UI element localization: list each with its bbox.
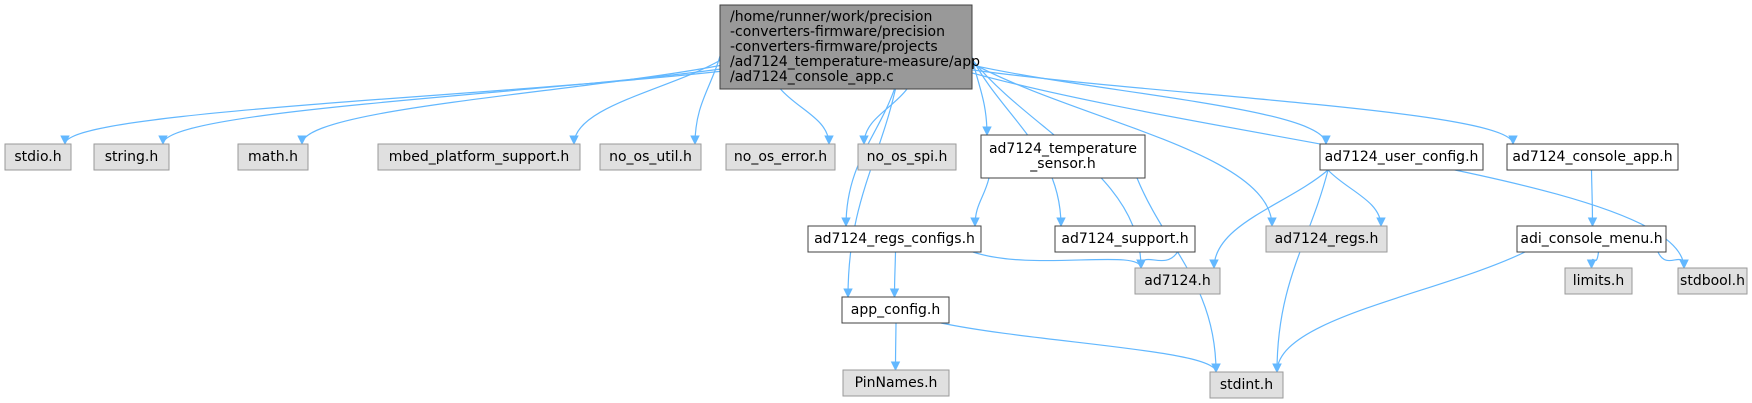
edge-support-to-ad7124 [1136, 251, 1179, 269]
node-regs-label-line: ad7124_regs.h [1275, 231, 1379, 247]
edge-root-to-noosspi [859, 88, 908, 145]
node-root-label-line: /ad7124_console_app.c [730, 69, 894, 85]
node-appconfig[interactable]: app_config.h [841, 296, 950, 324]
node-stdint[interactable]: stdint.h [1209, 371, 1284, 399]
edge-appconfig-to-pinnames [890, 322, 901, 371]
node-noosspi-label-line: no_os_spi.h [867, 149, 948, 165]
node-userconfig-box [1319, 143, 1484, 171]
node-limits-label-line: limits.h [1573, 273, 1624, 289]
node-limits-box [1564, 267, 1633, 295]
edge-root-to-string [158, 68, 721, 145]
node-ad7124[interactable]: ad7124.h [1134, 267, 1221, 295]
node-root-label-line: /home/runner/work/precision [730, 9, 932, 25]
edge-userconfig-to-regs [1327, 169, 1386, 227]
node-pinnames-label-line: PinNames.h [855, 375, 938, 391]
node-root-label-line: /ad7124_temperature-measure/app [730, 54, 980, 70]
edge-root-to-stdio [60, 70, 721, 145]
node-support-box [1054, 225, 1196, 253]
node-string-box [93, 143, 170, 171]
edge-regsconfigs-to-appconfig [889, 251, 900, 298]
node-regsconfigs-box [807, 225, 982, 253]
node-stdint-box [1209, 371, 1284, 399]
node-regs-box [1265, 225, 1388, 253]
node-adiconsole-label-line: adi_console_menu.h [1520, 231, 1662, 247]
node-appconfig-label-line: app_config.h [851, 302, 941, 318]
node-string[interactable]: string.h [93, 143, 170, 171]
edge-root-to-math [297, 64, 721, 145]
node-math-label-line: math.h [248, 149, 298, 165]
node-nooserror[interactable]: no_os_error.h [725, 143, 836, 171]
node-math[interactable]: math.h [237, 143, 309, 171]
node-pinnames[interactable]: PinNames.h [842, 369, 950, 397]
node-tempsensor-label-line: ad7124_temperature [989, 141, 1137, 157]
edge-regsconfigs-to-ad7124 [972, 251, 1146, 269]
node-stdbool-label-line: stdbool.h [1680, 273, 1745, 289]
node-mbed[interactable]: mbed_platform_support.h [377, 143, 581, 171]
edge-root-to-mbed [569, 59, 721, 145]
edge-tempsensor-to-regsconfigs [970, 177, 990, 227]
edge-root-to-userconfig [971, 64, 1331, 145]
node-root[interactable]: /home/runner/work/precision-converters-f… [719, 4, 980, 90]
node-regsconfigs[interactable]: ad7124_regs_configs.h [807, 225, 982, 253]
node-tempsensor[interactable]: ad7124_temperature_sensor.h [980, 134, 1146, 179]
edge-adiconsole-to-stdbool [1657, 251, 1689, 269]
node-pinnames-box [842, 369, 950, 397]
node-root-label-line: -converters-firmware/projects [730, 39, 938, 55]
header-nodes: /home/runner/work/precision-converters-f… [4, 4, 1748, 399]
node-support-label-line: ad7124_support.h [1061, 231, 1188, 247]
node-root-box [719, 4, 973, 90]
node-stdint-label-line: stdint.h [1220, 377, 1273, 393]
node-regs[interactable]: ad7124_regs.h [1265, 225, 1388, 253]
node-noosutil-label-line: no_os_util.h [609, 149, 692, 165]
node-appconfig-box [841, 296, 950, 324]
include-edges [60, 55, 1689, 373]
node-support[interactable]: ad7124_support.h [1054, 225, 1196, 253]
node-noosspi-box [857, 143, 957, 171]
edge-appconfig-to-stdint [940, 322, 1221, 373]
node-userconfig-label-line: ad7124_user_config.h [1325, 149, 1479, 165]
node-noosutil-box [599, 143, 702, 171]
node-noosutil[interactable]: no_os_util.h [599, 143, 702, 171]
node-limits[interactable]: limits.h [1564, 267, 1633, 295]
node-ad7124-label-line: ad7124.h [1144, 273, 1210, 289]
edge-root-to-noosutil [690, 55, 721, 145]
node-nooserror-label-line: no_os_error.h [734, 149, 827, 165]
node-consoleapp[interactable]: ad7124_console_app.h [1506, 143, 1679, 171]
node-nooserror-box [725, 143, 836, 171]
node-stdbool-box [1677, 267, 1748, 295]
edge-consoleapp-to-adiconsole [1587, 169, 1598, 227]
node-adiconsole[interactable]: adi_console_menu.h [1516, 225, 1667, 253]
node-stdbool[interactable]: stdbool.h [1677, 267, 1748, 295]
edge-root-to-consoleapp [971, 69, 1518, 145]
node-stdio-label-line: stdio.h [14, 149, 61, 165]
node-consoleapp-label-line: ad7124_console_app.h [1512, 149, 1672, 165]
node-mbed-label-line: mbed_platform_support.h [389, 149, 570, 165]
node-noosspi[interactable]: no_os_spi.h [857, 143, 957, 171]
node-mbed-box [377, 143, 581, 171]
node-math-box [237, 143, 309, 171]
edge-userconfig-to-ad7124 [1209, 169, 1329, 269]
node-stdio[interactable]: stdio.h [4, 143, 72, 171]
node-root-label-line: -converters-firmware/precision [730, 24, 945, 40]
node-regsconfigs-label-line: ad7124_regs_configs.h [814, 231, 975, 247]
edge-root-to-nooserror [780, 88, 834, 145]
node-userconfig[interactable]: ad7124_user_config.h [1319, 143, 1484, 171]
edge-root-to-regs [971, 62, 1277, 227]
node-consoleapp-box [1506, 143, 1679, 171]
node-adiconsole-box [1516, 225, 1667, 253]
node-tempsensor-label-line: _sensor.h [1029, 156, 1095, 172]
edge-adiconsole-to-stdint [1272, 251, 1526, 373]
edge-root-to-appconfig [843, 88, 897, 298]
node-string-label-line: string.h [105, 149, 159, 165]
node-ad7124-box [1134, 267, 1221, 295]
node-stdio-box [4, 143, 72, 171]
edge-adiconsole-to-limits [1586, 251, 1600, 269]
node-tempsensor-box [980, 134, 1146, 179]
edge-userconfig-to-stdint [1272, 169, 1329, 373]
